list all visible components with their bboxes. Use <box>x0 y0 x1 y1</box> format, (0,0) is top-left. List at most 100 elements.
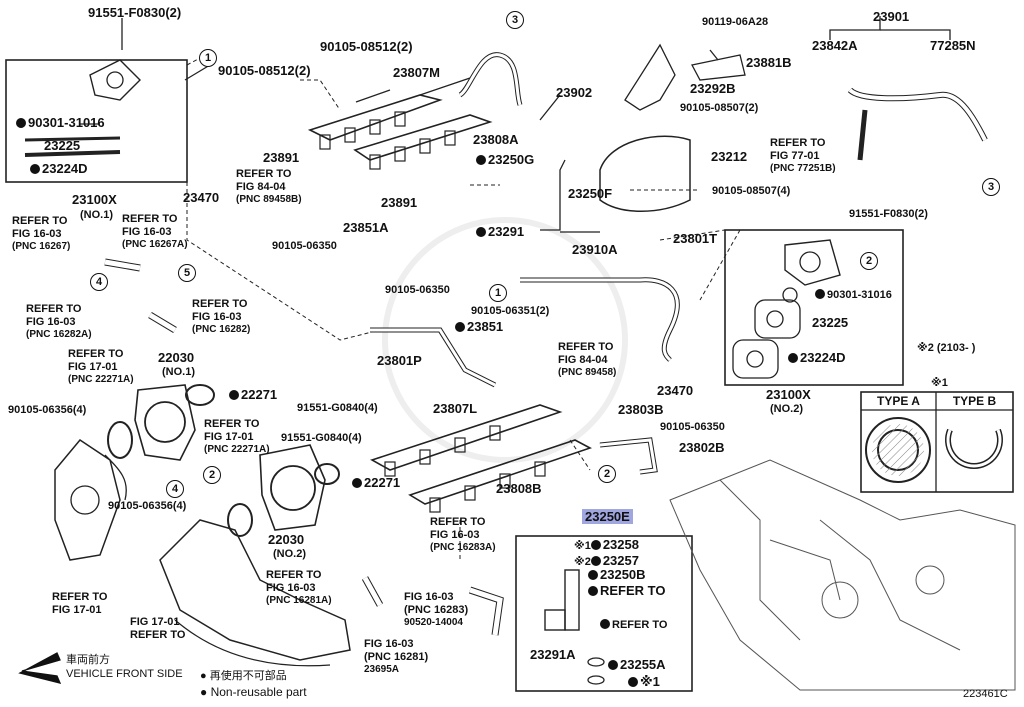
part-label: 90105-06356(4) <box>8 404 87 416</box>
refer-label: REFER TO <box>192 298 248 310</box>
part-label: 91551-G0840(4) <box>297 402 378 414</box>
refer-label: REFER TO <box>52 591 108 603</box>
part-label: 90105-06350 <box>385 284 450 296</box>
refer-label: (PNC 16283) <box>404 604 469 616</box>
part-label: 22271 <box>352 476 400 490</box>
refer-label: FIG 16-03 <box>364 638 414 650</box>
refer-label: FIG 16-03 <box>122 226 172 238</box>
refer-label: (PNC 16281) <box>364 651 429 663</box>
part-label-note: (NO.2) <box>770 403 803 415</box>
part-label: 23808B <box>496 481 542 496</box>
part-label: 23902 <box>556 85 593 100</box>
type-table-title: ※1 <box>931 377 948 389</box>
nonreusable-en: ● Non-reusable part <box>200 685 307 699</box>
part-label: 90105-06356(4) <box>108 500 187 512</box>
part-label: 23250E <box>582 509 633 524</box>
part-label: 90119-06A28 <box>702 16 769 28</box>
refer-label: FIG 16-03 <box>192 311 242 323</box>
part-label: 23224D <box>788 351 846 365</box>
nonreusable-jp: ● 再使用不可部品 <box>200 670 287 682</box>
part-label: 23891 <box>381 195 418 210</box>
refer-label: (PNC 22271A) <box>68 374 134 385</box>
part-label: 23807L <box>433 401 478 416</box>
part-label: 90105-06350 <box>272 240 337 252</box>
refer-label: FIG 16-03 <box>12 228 62 240</box>
part-label: 23807M <box>393 65 440 80</box>
refer-label: FIG 17-01 <box>130 616 180 628</box>
refer-label: (PNC 89458B) <box>236 194 302 205</box>
part-label: REFER TO <box>588 584 666 598</box>
part-label: 23250F <box>568 186 613 201</box>
refer-label: REFER TO <box>770 137 826 149</box>
part-label: 23224D <box>30 162 88 176</box>
refer-label: (PNC 16267A) <box>122 239 188 250</box>
reference-circle: 2 <box>598 465 616 483</box>
refer-label: FIG 16-03 <box>26 316 76 328</box>
part-label: 23801P <box>377 353 422 368</box>
reference-circle: 5 <box>178 264 196 282</box>
part-label: 90105-08507(2) <box>680 102 759 114</box>
reference-circle: 1 <box>489 284 507 302</box>
part-label: 23250B <box>588 568 646 582</box>
reference-circle: 3 <box>506 11 524 29</box>
refer-label: FIG 17-01 <box>68 361 118 373</box>
part-label: 23292B <box>690 81 736 96</box>
reference-circle: 4 <box>90 273 108 291</box>
refer-label: 90520-14004 <box>404 617 463 628</box>
part-label-note: (NO.2) <box>273 548 306 560</box>
refer-label: FIG 16-03 <box>430 529 480 541</box>
footnote-range: ※2 (2103- ) <box>917 342 976 354</box>
part-label: 91551-F0830(2) <box>849 208 928 220</box>
refer-label: (PNC 16281A) <box>266 595 332 606</box>
part-label-note: (NO.1) <box>162 366 195 378</box>
part-label: 90105-08507(4) <box>712 185 791 197</box>
part-label: 91551-G0840(4) <box>281 432 362 444</box>
refer-label: REFER TO <box>430 516 486 528</box>
part-label: 23901 <box>873 9 910 24</box>
part-label: 91551-F0830(2) <box>88 5 182 20</box>
reference-circle: 1 <box>199 49 217 67</box>
refer-label: REFER TO <box>236 168 292 180</box>
type-a-header: TYPE A <box>877 394 920 408</box>
part-label: 23100X <box>72 192 117 207</box>
refer-label: (PNC 89458) <box>558 367 617 378</box>
part-label: 23100X <box>766 387 811 402</box>
direction-label-en: VEHICLE FRONT SIDE <box>66 668 183 680</box>
refer-label: REFER TO <box>26 303 82 315</box>
part-label: 23212 <box>711 149 748 164</box>
refer-label: FIG 16-03 <box>266 582 316 594</box>
refer-label: (PNC 16267) <box>12 241 71 252</box>
part-label: 23808A <box>473 132 519 147</box>
part-label: 90105-08512(2) <box>320 39 413 54</box>
type-b-header: TYPE B <box>952 394 997 408</box>
part-label: 23291A <box>530 647 576 662</box>
part-label: 23250G <box>476 153 534 167</box>
refer-label: REFER TO <box>122 213 178 225</box>
part-label: 23255A <box>608 658 666 672</box>
part-label: 22030 <box>158 350 195 365</box>
refer-label: REFER TO <box>204 418 260 430</box>
part-label: 22030 <box>268 532 305 547</box>
highlighted-part[interactable]: 23250E <box>582 509 633 524</box>
refer-label: (PNC 22271A) <box>204 444 270 455</box>
refer-label: REFER TO <box>558 341 614 353</box>
part-label: 90105-08512(2) <box>218 63 311 78</box>
refer-label: (PNC 77251B) <box>770 163 836 174</box>
part-label: 22271 <box>229 388 277 402</box>
part-label-note: (NO.1) <box>80 209 113 221</box>
part-label: 23851 <box>455 320 503 334</box>
part-label: 23891 <box>263 150 300 165</box>
part-label: 23291 <box>476 225 524 239</box>
part-label: 23470 <box>183 190 220 205</box>
part-label: 90301-31016 <box>16 116 105 130</box>
refer-label: 23695A <box>364 664 400 675</box>
reference-circle: 2 <box>203 466 221 484</box>
part-label: 23842A <box>812 38 858 53</box>
watermark-seal <box>382 217 628 463</box>
reference-circle: 3 <box>982 178 1000 196</box>
part-label: 23801T <box>673 231 718 246</box>
